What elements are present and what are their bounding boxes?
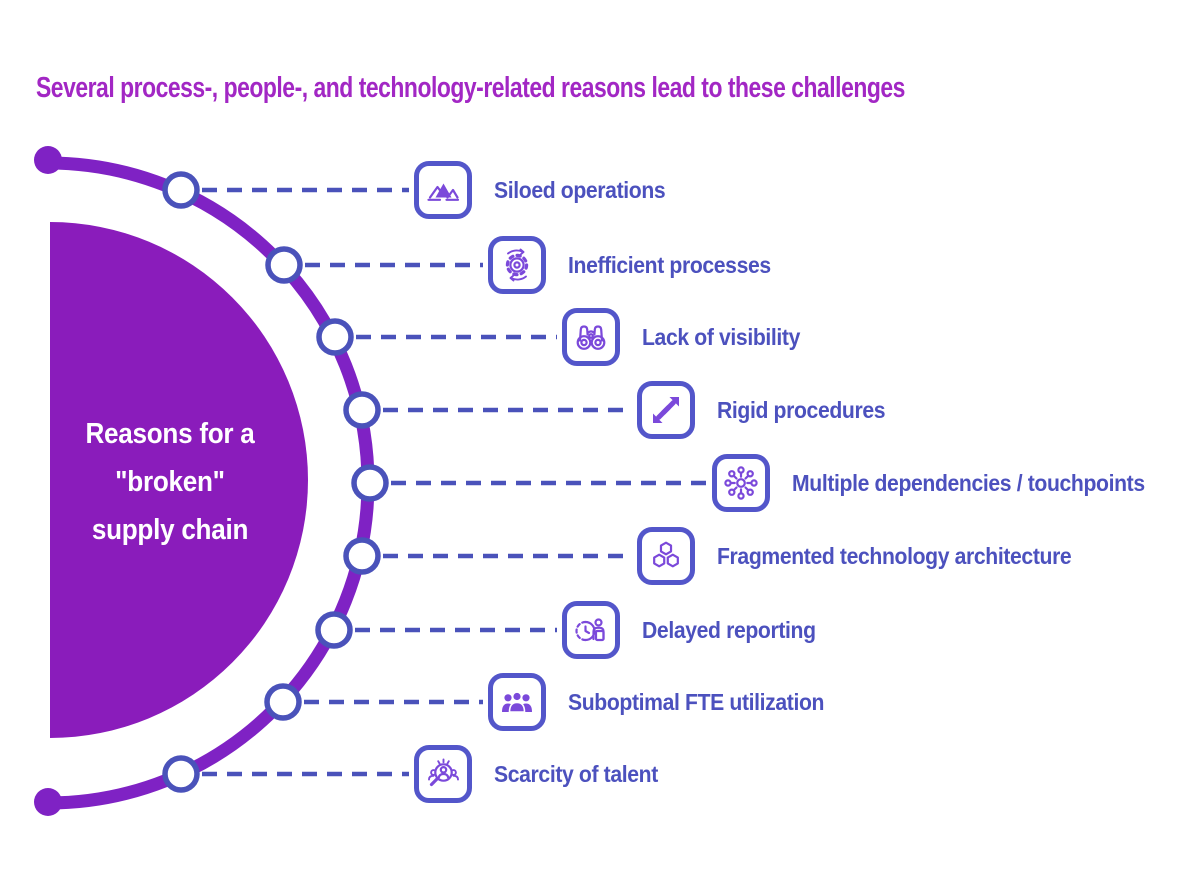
- connector-dashes: [202, 187, 707, 777]
- reason-item-lack-of-visibility: Lack of visibility: [562, 308, 814, 366]
- arc-end-dot-top: [34, 146, 62, 174]
- talent-search-icon: [414, 745, 472, 803]
- reason-item-rigid-procedures: Rigid procedures: [637, 381, 900, 439]
- item-label: Suboptimal FTE utilization: [568, 688, 825, 715]
- reason-item-fragmented-technology: Fragmented technology architecture: [637, 527, 1102, 585]
- reason-item-suboptimal-fte: Suboptimal FTE utilization: [488, 673, 846, 731]
- center-label-line2: "broken": [115, 466, 225, 498]
- page-title: Several process-, people-, and technolog…: [36, 72, 905, 104]
- center-label-line3: supply chain: [91, 514, 249, 546]
- arc-nodes: [162, 171, 389, 793]
- silos-icon: [414, 161, 472, 219]
- gear-refresh-icon: [488, 236, 546, 294]
- reason-item-inefficient-processes: Inefficient processes: [488, 236, 788, 294]
- arc-node: [351, 464, 389, 502]
- hexagons-icon: [637, 527, 695, 585]
- arc-node: [316, 318, 354, 356]
- reason-item-delayed-reporting: Delayed reporting: [562, 601, 831, 659]
- hub-spokes-icon: [712, 454, 770, 512]
- arc-node: [343, 537, 381, 575]
- arc-node: [162, 755, 200, 793]
- center-label-line1: Reasons for a: [85, 418, 255, 450]
- binoculars-icon: [562, 308, 620, 366]
- reason-item-multiple-dependencies: Multiple dependencies / touchpoints: [712, 454, 1175, 512]
- item-label: Lack of visibility: [642, 323, 801, 350]
- arc-end-dot-bottom: [34, 788, 62, 816]
- item-label: Siloed operations: [494, 176, 666, 203]
- item-label: Multiple dependencies / touchpoints: [792, 469, 1145, 496]
- reason-item-scarcity-of-talent: Scarcity of talent: [414, 745, 672, 803]
- item-label: Scarcity of talent: [494, 760, 658, 787]
- item-label: Rigid procedures: [717, 396, 886, 423]
- expand-arrows-icon: [637, 381, 695, 439]
- center-label: Reasons for a "broken" supply chain: [62, 410, 278, 554]
- arc-node: [315, 611, 353, 649]
- arc-node: [343, 391, 381, 429]
- item-label: Delayed reporting: [642, 616, 816, 643]
- clock-person-icon: [562, 601, 620, 659]
- arc-node: [264, 683, 302, 721]
- item-label: Inefficient processes: [568, 251, 771, 278]
- reason-item-siloed-operations: Siloed operations: [414, 161, 680, 219]
- item-label: Fragmented technology architecture: [717, 542, 1072, 569]
- arc-node: [162, 171, 200, 209]
- people-group-icon: [488, 673, 546, 731]
- semicircle-shape: [50, 222, 308, 738]
- arc-node: [265, 246, 303, 284]
